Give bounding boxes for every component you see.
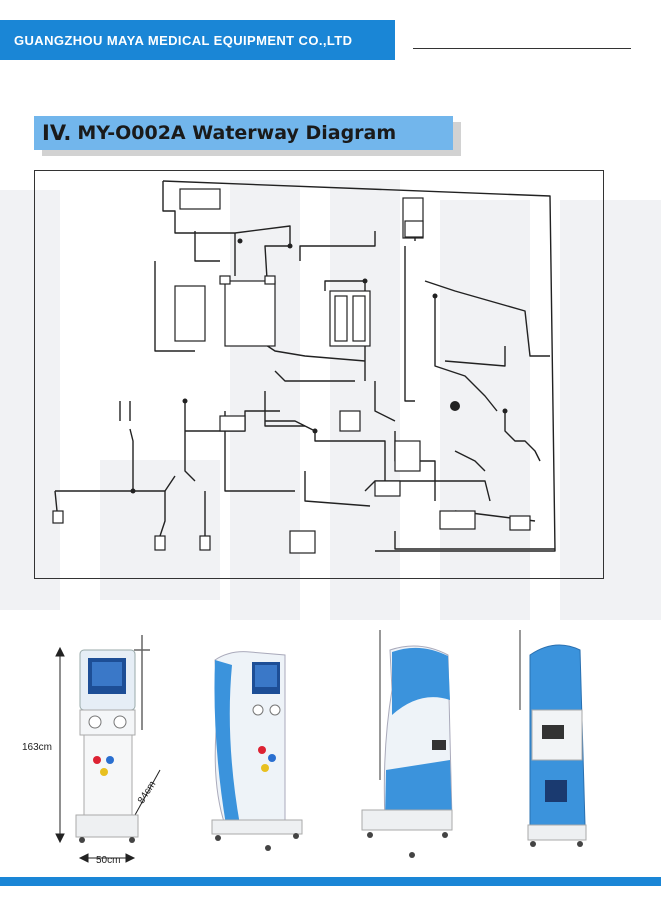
product-photos (55, 630, 587, 863)
machine-back-view (519, 630, 587, 847)
section-number: IV. (42, 121, 72, 145)
header-divider (413, 48, 631, 49)
waterway-diagram (34, 170, 604, 579)
machine-angle-view (211, 651, 303, 851)
width-dimension: 50cm (96, 855, 121, 866)
height-dimension: 163cm (22, 742, 53, 753)
background-watermark (0, 180, 661, 620)
waterway-schematic (52, 180, 556, 554)
section-title: IV. MY-O002A Waterway Diagram (34, 116, 453, 150)
company-name: GUANGZHOU MAYA MEDICAL EQUIPMENT CO.,LTD (14, 32, 353, 48)
machine-front-view (75, 635, 150, 843)
footer-bar (0, 877, 661, 886)
section-title-text: MY-O002A Waterway Diagram (77, 122, 397, 144)
company-name-banner: GUANGZHOU MAYA MEDICAL EQUIPMENT CO.,LTD (0, 20, 395, 60)
machine-side-view (361, 630, 453, 858)
